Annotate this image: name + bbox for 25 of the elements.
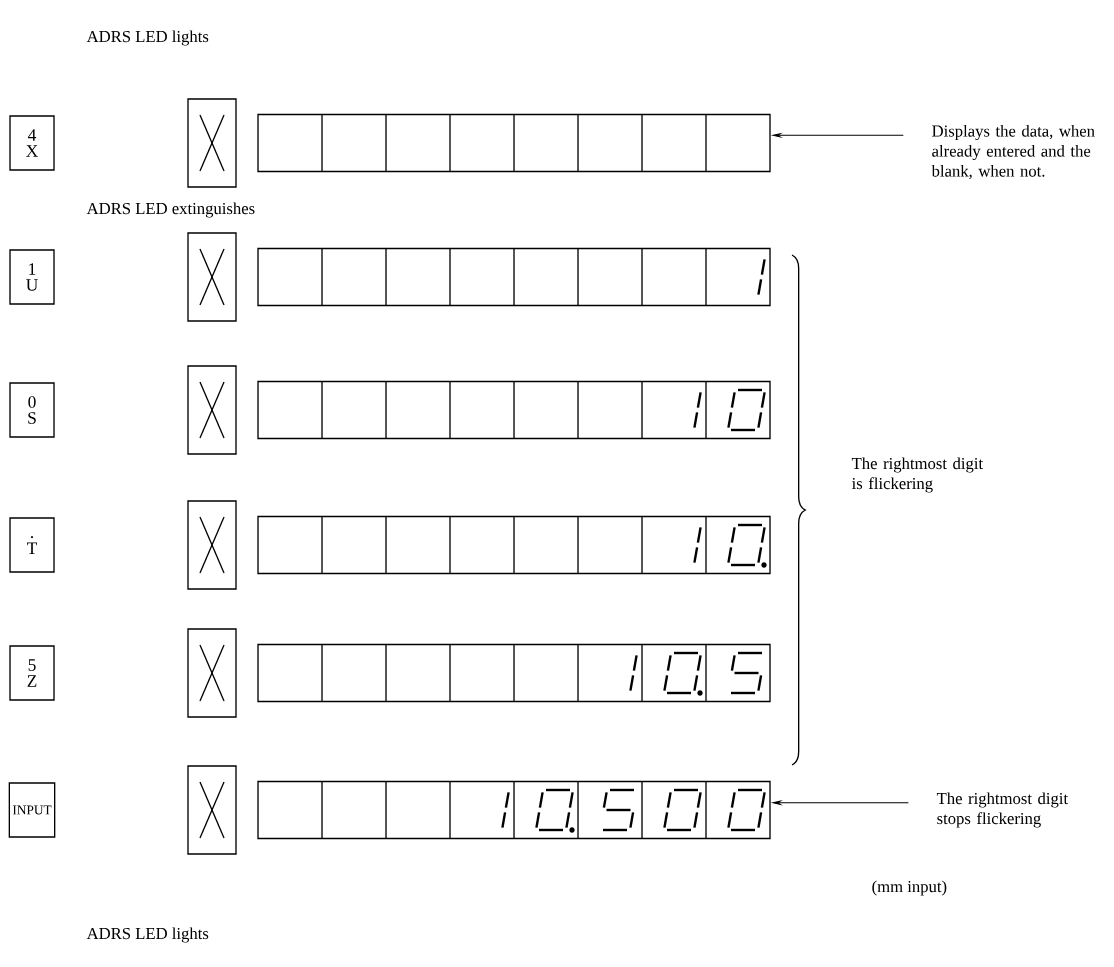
display-panel: [257, 515, 771, 575]
key-box: 1 U: [9, 249, 55, 305]
address-cross-box: [187, 765, 237, 855]
key-box: 5 Z: [9, 645, 55, 701]
address-cross-box: [187, 500, 237, 590]
caption-text: ADRS LED lights: [86, 30, 209, 46]
display-panel: [257, 113, 771, 173]
note-text: The rightmost digit stops flickering: [936, 792, 1068, 828]
caption-text: ADRS LED lights: [86, 927, 209, 943]
key-box: . T: [9, 517, 55, 573]
display-panel: [257, 780, 771, 840]
display-panel: [257, 247, 771, 307]
key-box: INPUT: [8, 782, 56, 838]
key-box: 0 S: [9, 382, 55, 438]
caption-text: (mm input): [872, 880, 947, 896]
display-panel: [257, 643, 771, 703]
display-panel: [257, 380, 771, 440]
caption-text: ADRS LED extinguishes: [86, 202, 255, 218]
note-text: Displays the data, when already entered and the blank, when not.: [931, 124, 1095, 180]
key-box: 4 X: [9, 115, 55, 171]
address-cross-box: [187, 98, 237, 188]
address-cross-box: [187, 628, 237, 718]
address-cross-box: [187, 232, 237, 322]
note-text: The rightmost digit is flickering: [851, 457, 983, 493]
address-cross-box: [187, 365, 237, 455]
